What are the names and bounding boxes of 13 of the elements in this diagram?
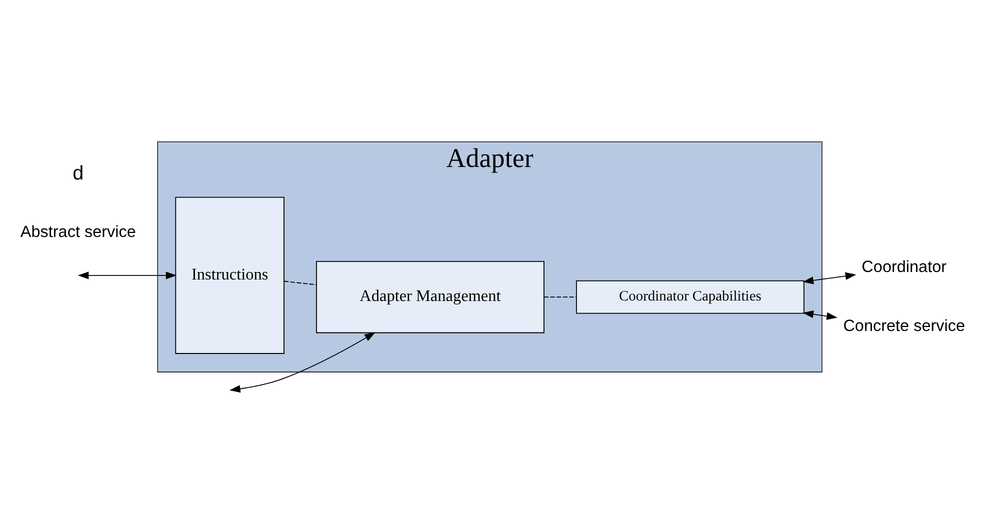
node-box: Adapter Management — [316, 260, 544, 333]
connector — [284, 280, 317, 285]
node-text: Concrete service — [843, 316, 966, 334]
arrow — [78, 271, 177, 279]
node-box: Coordinator Capabilities — [576, 280, 804, 314]
label: d — [72, 162, 84, 184]
node-text: Coordinator — [862, 258, 947, 276]
arrow — [229, 332, 376, 392]
connector — [544, 296, 577, 298]
node-text: Abstract service — [20, 222, 136, 240]
arrow — [802, 310, 838, 320]
arrow — [802, 272, 856, 284]
node-box: Instructions — [175, 196, 284, 354]
